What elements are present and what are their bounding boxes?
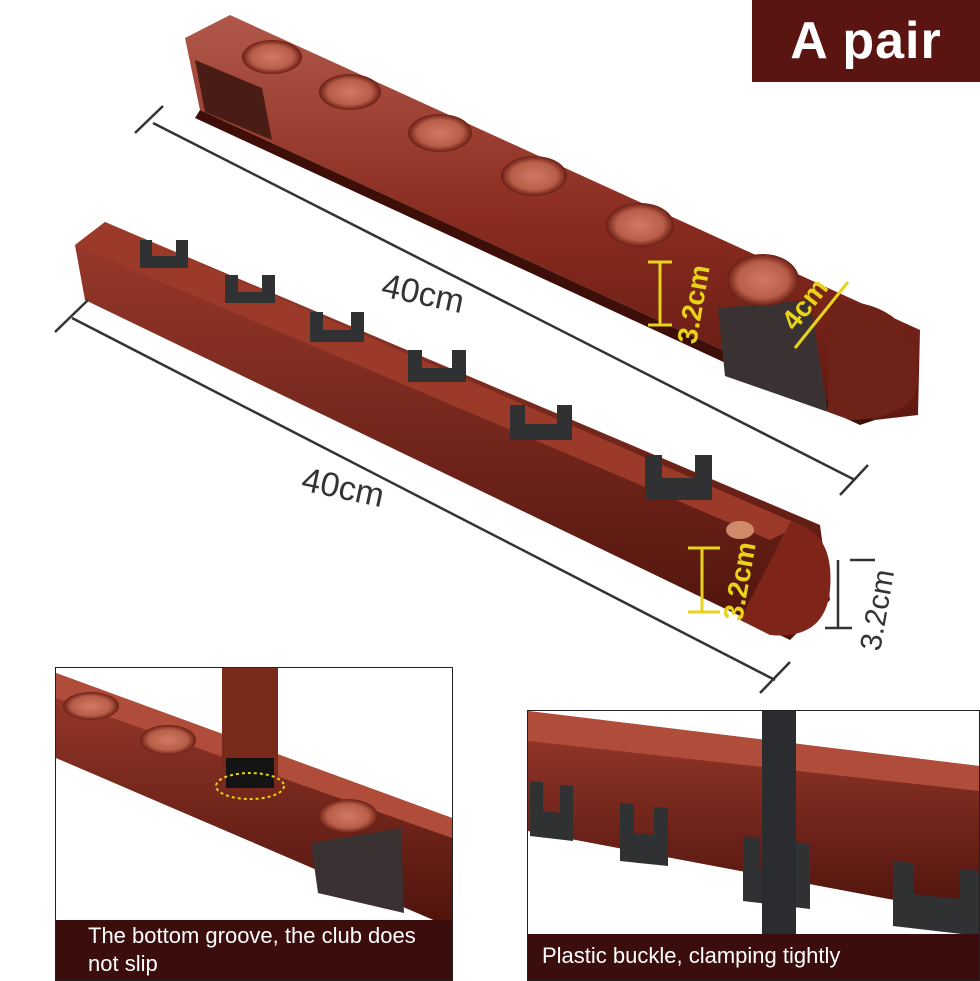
cup-hole xyxy=(319,74,381,110)
cup-hole xyxy=(606,203,674,247)
detail-panel-groove: The bottom groove, the club does not sli… xyxy=(55,667,453,981)
clip xyxy=(620,803,668,866)
clip-caption: Plastic buckle, clamping tightly xyxy=(528,934,979,980)
bottom-length-label: 40cm xyxy=(298,461,387,515)
cup-hole xyxy=(408,114,472,152)
dimension-lines xyxy=(54,105,875,694)
detail-panel-clip: Plastic buckle, clamping tightly xyxy=(527,710,980,981)
bottom-rack-body xyxy=(75,222,830,640)
clip xyxy=(645,455,712,500)
top-rack-rounded-end xyxy=(828,300,919,420)
bottom-rack xyxy=(75,222,831,640)
groove-highlight xyxy=(215,772,285,800)
top-rack-end-cap-left xyxy=(195,60,272,140)
top-rack-end-cap-right xyxy=(718,300,828,412)
cup-hole xyxy=(140,725,196,755)
cup-hole xyxy=(242,40,302,74)
groove-caption: The bottom groove, the club does not sli… xyxy=(56,920,452,980)
clip xyxy=(408,350,466,382)
clip xyxy=(140,240,188,268)
top-rack xyxy=(185,15,920,425)
cup-hole xyxy=(63,692,119,720)
cup-hole-small xyxy=(726,521,754,539)
yellow-markers xyxy=(648,260,850,614)
clip xyxy=(530,781,573,841)
cup-hole xyxy=(727,254,799,306)
pair-badge: A pair xyxy=(752,0,980,82)
clip xyxy=(510,405,572,440)
bottom-side-label: 3.2cm xyxy=(854,567,901,653)
cup-hole xyxy=(318,799,378,833)
clip xyxy=(893,861,979,936)
cup-hole xyxy=(501,156,567,196)
clip xyxy=(225,275,275,303)
top-rack-edge xyxy=(195,110,875,425)
bottom-rack-rounded-end xyxy=(740,522,831,636)
clip xyxy=(310,312,364,342)
